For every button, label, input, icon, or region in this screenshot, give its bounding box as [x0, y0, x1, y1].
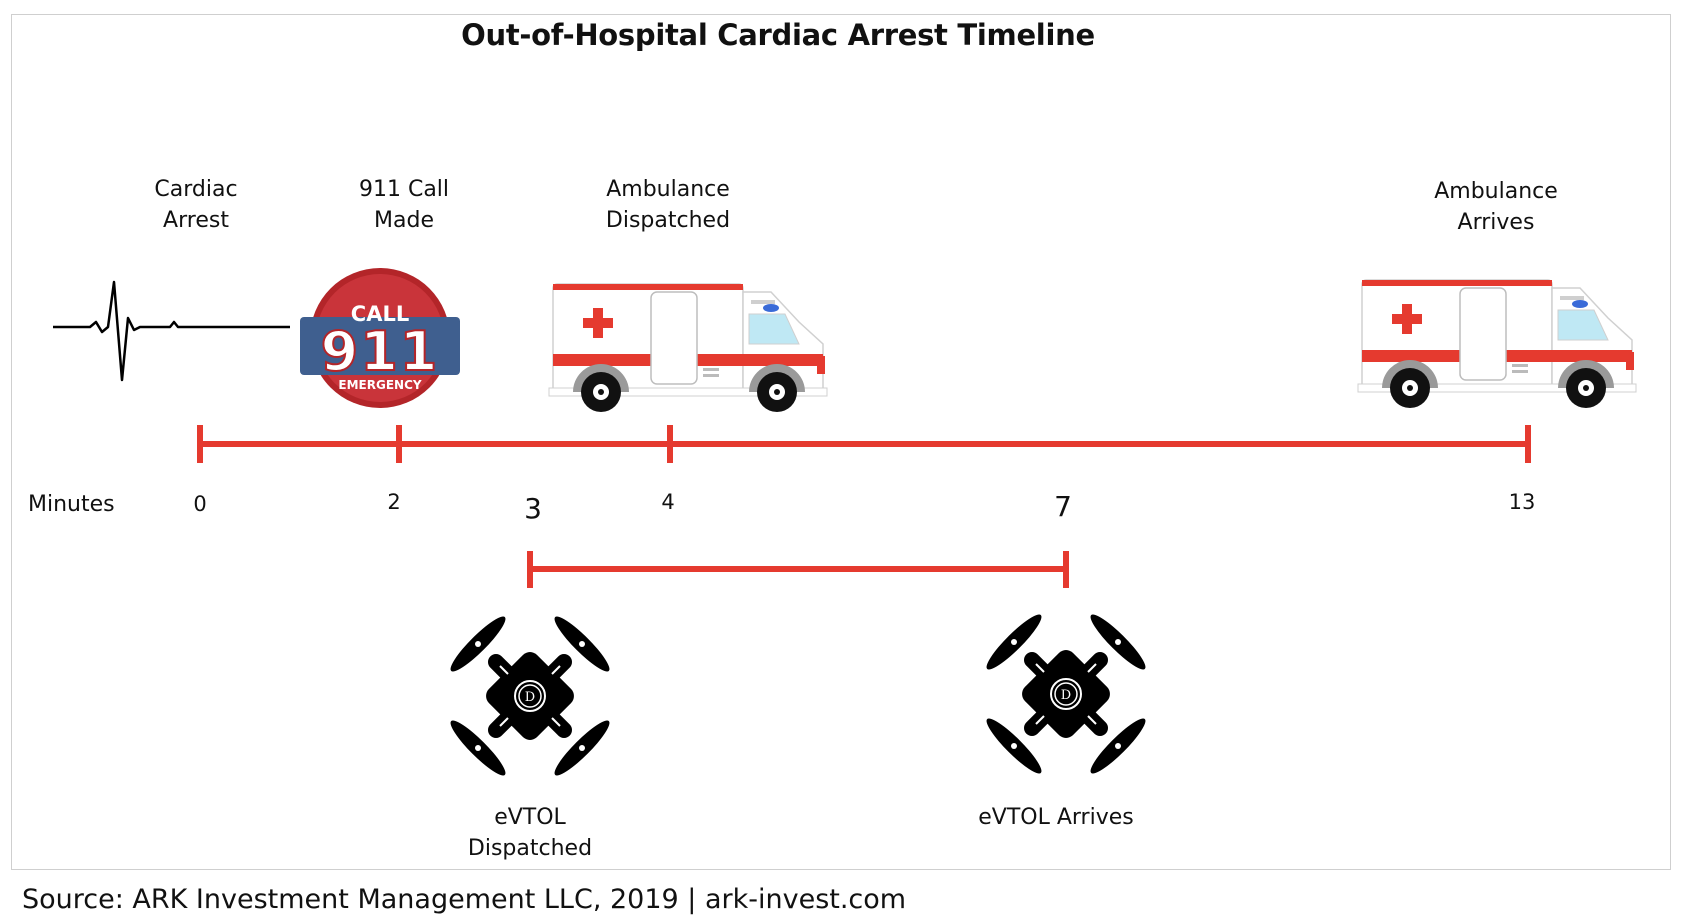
- label-911-call: 911 Call Made: [294, 174, 514, 236]
- diagram-title: Out-of-Hospital Cardiac Arrest Timeline: [461, 18, 1095, 52]
- drone-icon-arrives: [981, 609, 1150, 778]
- tick-label-2: 2: [387, 490, 401, 514]
- label-line: eVTOL: [494, 805, 566, 830]
- ecg-heartbeat-icon: [53, 280, 290, 382]
- tick-label-4: 4: [661, 490, 675, 514]
- tick-label-0: 0: [193, 492, 207, 516]
- tick-label-13: 13: [1508, 490, 1536, 514]
- label-line: Arrives: [1457, 210, 1535, 235]
- label-line: eVTOL Arrives: [978, 805, 1134, 830]
- figure-frame: [11, 14, 1671, 870]
- label-line: Ambulance: [1434, 179, 1558, 204]
- label-evtol-dispatched: eVTOL Dispatched: [420, 802, 640, 864]
- label-line: Cardiac: [154, 177, 238, 202]
- label-line: Made: [374, 208, 434, 233]
- ambulance-icon-arrives: [1357, 279, 1637, 409]
- call-911-emergency-badge: CALL 911 EMERGENCY: [300, 268, 460, 408]
- label-cardiac-arrest: Cardiac Arrest: [86, 174, 306, 236]
- label-line: 911 Call: [358, 177, 450, 202]
- ambulance-timeline: [197, 425, 1531, 463]
- label-line: Arrest: [163, 208, 229, 233]
- label-line: Ambulance: [606, 177, 730, 202]
- badge-call-text: CALL: [351, 302, 409, 326]
- badge-emergency-text: EMERGENCY: [338, 378, 421, 392]
- evtol-timeline: [527, 551, 1069, 588]
- axis-label-minutes: Minutes: [28, 492, 115, 517]
- label-ambulance-dispatched: Ambulance Dispatched: [558, 174, 778, 236]
- badge-911-text: 911: [321, 320, 440, 383]
- ambulance-icon-dispatched: [548, 283, 828, 413]
- tick-label-3: 3: [524, 492, 542, 525]
- tick-label-7: 7: [1054, 490, 1072, 523]
- label-line: Dispatched: [605, 208, 731, 233]
- label-evtol-arrives: eVTOL Arrives: [946, 802, 1166, 833]
- label-line: Dispatched: [467, 836, 593, 861]
- source-footnote: Source: ARK Investment Management LLC, 2…: [22, 884, 907, 915]
- label-ambulance-arrives: Ambulance Arrives: [1386, 176, 1606, 238]
- drone-icon-dispatched: [445, 611, 614, 780]
